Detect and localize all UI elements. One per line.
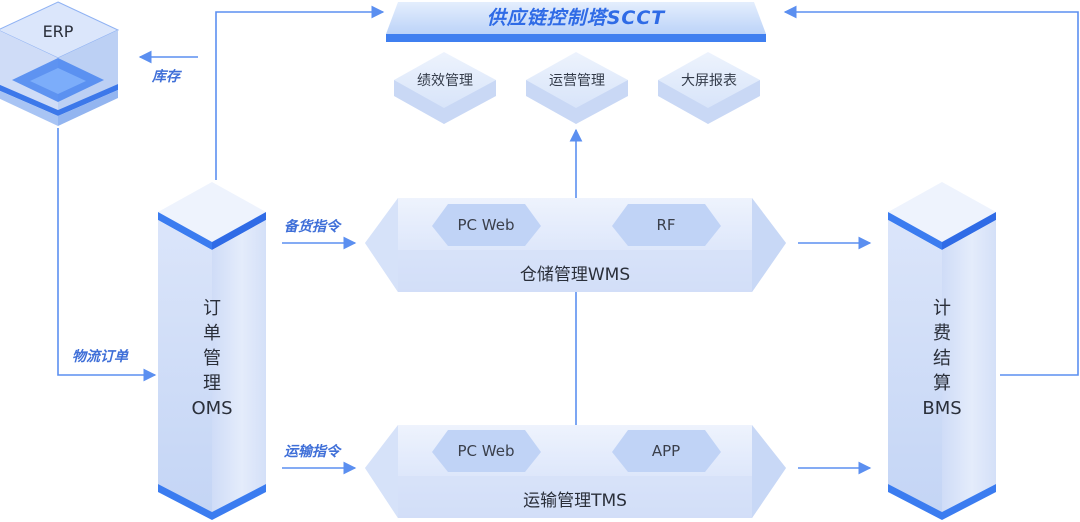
- erp-block: [0, 1, 120, 126]
- transport-command-label: 运输指令: [284, 444, 340, 460]
- tag-performance: [394, 52, 496, 124]
- bms-char-4: 算: [933, 373, 951, 394]
- logistics-order-label: 物流订单: [72, 349, 128, 365]
- tms-chip-pcweb: PC Web: [457, 442, 515, 460]
- oms-column: [158, 182, 266, 520]
- scct-module-dashboard: 大屏报表: [681, 73, 737, 89]
- scct-module-operations: 运营管理: [549, 73, 605, 89]
- tms-box: [365, 425, 786, 518]
- wms-box: [365, 198, 786, 292]
- erp-to-oms-arrow: [57, 128, 157, 382]
- scct-title: 供应链控制塔SCCT: [486, 7, 666, 29]
- bms-label: 计 费 结 算 BMS: [914, 296, 970, 421]
- bms-to-scct-arrow: [783, 5, 1079, 376]
- wms-title: 仓储管理WMS: [519, 265, 631, 285]
- tms-chip-app: APP: [651, 442, 681, 460]
- connectors: [57, 5, 1079, 475]
- scct-module-performance: 绩效管理: [417, 73, 473, 89]
- oms-char-1: 订: [203, 298, 221, 319]
- bms-char-3: 结: [933, 348, 951, 369]
- bms-label-en: BMS: [922, 398, 962, 419]
- tms-title: 运输管理TMS: [523, 491, 627, 511]
- wms-chip-rf: RF: [656, 216, 676, 234]
- bms-char-2: 费: [933, 323, 951, 344]
- tag-operations: [526, 52, 628, 124]
- bms-column: [888, 182, 996, 520]
- oms-label: 订 单 管 理 OMS: [184, 296, 240, 421]
- oms-label-en: OMS: [191, 398, 233, 419]
- oms-to-scct-arrow: [215, 5, 385, 180]
- bms-char-1: 计: [933, 298, 951, 319]
- stock-command-label: 备货指令: [284, 219, 340, 235]
- oms-char-3: 管: [203, 348, 221, 369]
- oms-char-2: 单: [203, 323, 221, 344]
- erp-label: ERP: [42, 22, 74, 41]
- scct-modules: [394, 52, 760, 124]
- inventory-label: 库存: [152, 69, 180, 85]
- tag-dashboard: [658, 52, 760, 124]
- wms-chip-pcweb: PC Web: [457, 216, 515, 234]
- scct-banner: [386, 2, 766, 42]
- oms-char-4: 理: [203, 373, 221, 394]
